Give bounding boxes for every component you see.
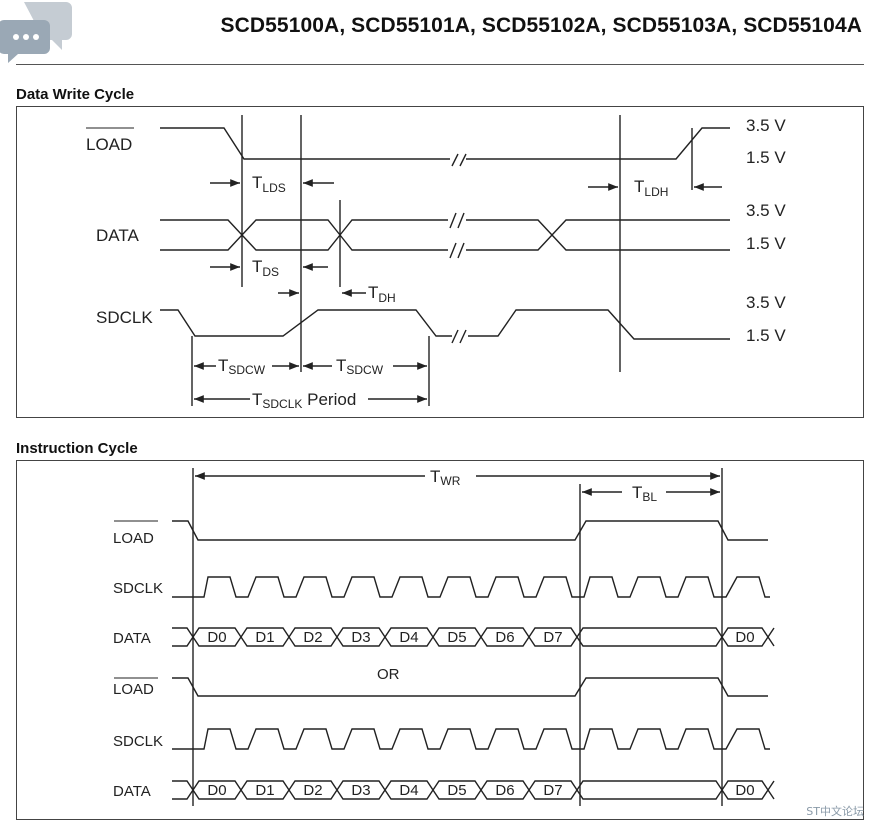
section-title-instruction: Instruction Cycle [16,440,138,457]
instr-load-label: LOAD [113,681,154,698]
instr-sdclk-label: SDCLK [113,580,163,597]
data-bit-label: D5 [447,782,466,799]
load-waveform [160,127,450,160]
data-bit-label: D0 [207,782,226,799]
instr-sdclk-label: SDCLK [113,733,163,750]
tdh-label: TDH [368,283,396,305]
break-mark [459,329,467,344]
load-label: LOAD [86,135,132,154]
break-mark [459,153,467,167]
break-mark [449,212,457,229]
data-label: DATA [96,226,139,245]
break-mark [457,212,465,229]
sdclk-pulse-train [172,728,770,750]
voltage-low-label: 1.5 V [746,148,786,167]
data-bit-label: D0 [735,782,754,799]
bus-hold [576,627,723,647]
instr-load-waveform [172,520,768,541]
sdclk-waveform [160,309,452,337]
instr-sdclk-waveform [172,576,770,598]
data-bit-label: D3 [351,782,370,799]
sdclk-label: SDCLK [96,308,153,327]
data-bit-label: D7 [543,629,562,646]
bus-tail [767,627,775,638]
watermark-logo [0,2,72,63]
instr-sdclk-waveform [172,728,770,750]
data-bit-label: D2 [303,629,322,646]
or-label: OR [377,666,400,683]
tds-label: TDS [252,257,279,279]
data-bit-label: D5 [447,629,466,646]
data-bit-label: D6 [495,629,514,646]
tsdclk-period-label: TSDCLK Period [252,390,356,411]
break-mark [457,242,465,259]
tldh-label: TLDH [634,177,668,199]
voltage-high-label: 3.5 V [746,293,786,312]
data-bit-label: D7 [543,782,562,799]
data-bit-label: D2 [303,782,322,799]
instr-data-bus [172,627,775,647]
voltage-high-label: 3.5 V [746,116,786,135]
tbl-label: TBL [632,483,657,504]
twr-label: TWR [430,467,461,488]
write-cycle-panel [16,106,864,418]
bus-lead [172,780,194,800]
data-bit-label: D4 [399,629,418,646]
tsdcw-label: TSDCW [336,356,384,377]
data-waveform [160,219,243,251]
voltage-low-label: 1.5 V [746,234,786,253]
tsdcw-label: TSDCW [218,356,266,377]
data-bit-label: D0 [735,629,754,646]
data-waveform [466,219,730,251]
break-mark [451,153,459,167]
section-title-write: Data Write Cycle [16,86,135,103]
data-waveform [466,219,730,251]
data-bit-label: D1 [255,629,274,646]
voltage-low-label: 1.5 V [746,326,786,345]
header-rule [16,64,864,65]
data-bit-label: D6 [495,782,514,799]
bus-hold [576,780,723,800]
instr-load-label: LOAD [113,530,154,547]
data-bit-labels: D0 D1 D2 D3 D4 D5 D6 D7 D0 [207,782,754,799]
break-mark [449,242,457,259]
data-bit-label: D4 [399,782,418,799]
data-waveform [339,219,448,236]
bus-tail [767,789,775,800]
instr-load-waveform [172,677,768,697]
instr-data-label: DATA [113,783,151,800]
data-bit-label: D1 [255,782,274,799]
instr-data-bus [172,780,775,800]
bus-tail [767,780,775,791]
data-waveform [241,219,341,251]
bus-lead [172,627,194,647]
voltage-high-label: 3.5 V [746,201,786,220]
data-bit-labels: D0 D1 D2 D3 D4 D5 D6 D7 D0 [207,629,754,646]
watermark-text: ST中文论坛 [806,805,864,818]
data-waveform [339,234,448,251]
bus-tail [767,636,775,647]
data-bit-label: D3 [351,629,370,646]
document-header: SCD55100A, SCD55101A, SCD55102A, SCD5510… [220,14,862,37]
tlds-label: TLDS [252,173,286,195]
instr-data-label: DATA [113,630,151,647]
sdclk-waveform [468,309,730,340]
sdclk-pulse-train [172,576,770,598]
break-mark [451,329,459,344]
load-waveform [466,127,730,160]
data-bit-label: D0 [207,629,226,646]
